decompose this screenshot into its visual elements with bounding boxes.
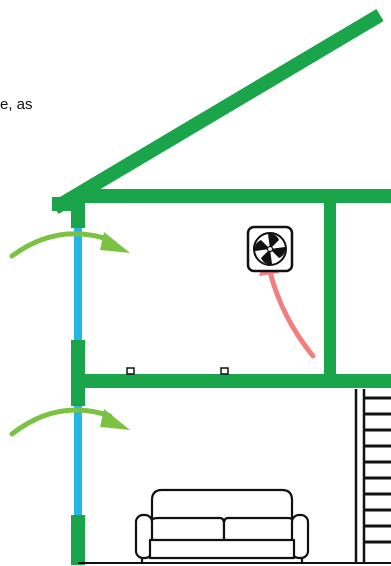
wall-top-segment (71, 202, 85, 228)
roof-eave-post (52, 197, 72, 211)
lower-window (74, 406, 82, 515)
sofa-icon (134, 488, 310, 563)
ceiling-beam (74, 189, 391, 203)
interior-wall (324, 200, 336, 378)
floor-vent-left (126, 367, 135, 375)
exhaust-fan-icon (246, 225, 294, 273)
lower-airflow-arrow (9, 407, 130, 437)
upper-window (74, 228, 82, 340)
floor-beam (74, 374, 391, 388)
floor-vent-right (220, 367, 229, 375)
upper-airflow-arrow (9, 231, 130, 259)
wall-bottom-segment (71, 515, 85, 565)
caption-fragment: e, as (0, 96, 33, 113)
staircase (354, 389, 391, 563)
wall-mid-segment (71, 340, 85, 406)
roof-slope (51, 8, 384, 215)
